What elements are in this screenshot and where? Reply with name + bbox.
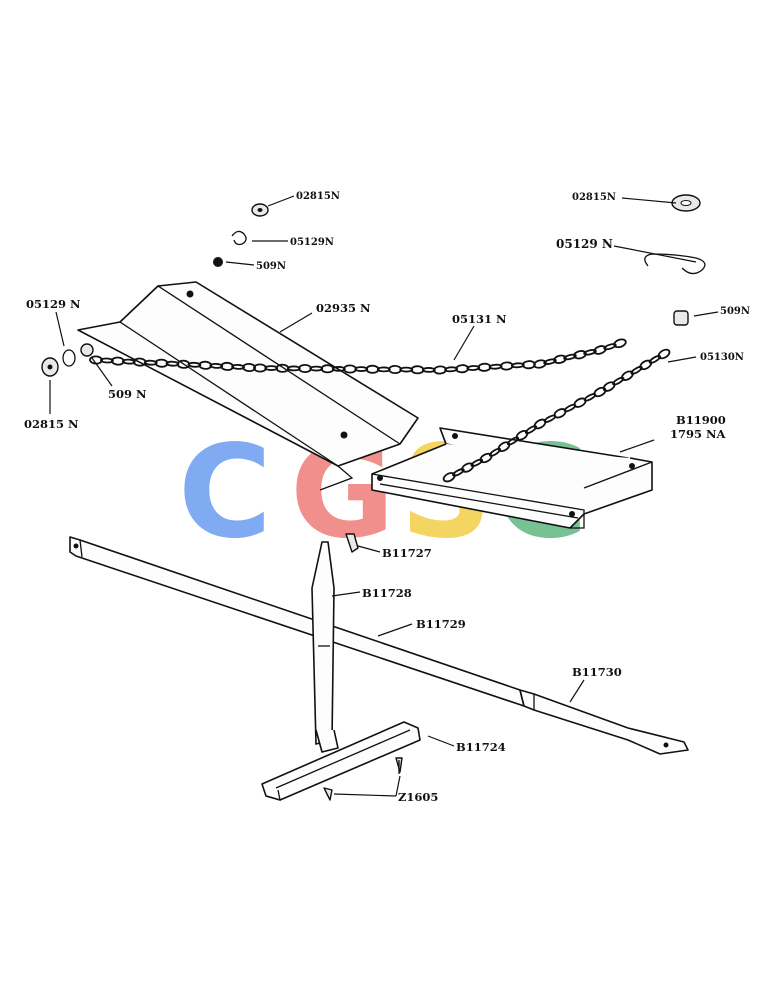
chain-main <box>89 338 627 375</box>
chain-link <box>488 447 502 457</box>
label-post: B11728 <box>362 586 412 600</box>
washer-top-right <box>671 194 701 212</box>
part-labels: 02815N 05129N 509N 02815N 05129 N 509N 0… <box>24 191 750 804</box>
chain-link <box>410 365 425 375</box>
screw-upper <box>395 757 403 774</box>
chain-link <box>524 425 538 435</box>
chain-link <box>602 381 616 392</box>
chain-link <box>121 358 136 365</box>
chain-link <box>533 418 547 430</box>
label-nut-right: 509N <box>720 306 750 317</box>
chain-link <box>630 365 643 375</box>
label-bar-end: B11730 <box>572 665 622 679</box>
chain-link <box>612 376 625 386</box>
leader-lines <box>49 195 719 797</box>
chain-link <box>209 363 224 369</box>
chain-link <box>421 367 436 373</box>
chain-link <box>198 360 213 370</box>
chain-link <box>506 436 520 446</box>
chain-link <box>603 343 617 351</box>
chain-link <box>354 366 369 372</box>
chain-link <box>657 348 671 360</box>
chain-link <box>388 364 402 375</box>
chain-link <box>479 452 493 464</box>
chain-link <box>132 357 147 367</box>
chain-link <box>553 354 567 364</box>
pin <box>345 533 359 553</box>
label-chain-right: 05130N <box>700 352 744 363</box>
hook-left <box>62 349 76 367</box>
nut-top-left <box>213 257 223 267</box>
watermark-letter-c1: C <box>178 418 272 567</box>
chain-link <box>154 358 169 368</box>
chain-link <box>583 349 597 356</box>
label-foot: B11724 <box>456 740 506 754</box>
chain-link <box>343 364 357 374</box>
tray <box>371 427 653 529</box>
chain-link <box>621 370 634 381</box>
label-tray-line1: B11900 <box>676 413 726 427</box>
nut-left <box>80 343 94 357</box>
label-tray-line2: 1795 NA <box>670 427 727 441</box>
label-nut-left: 509 N <box>108 387 147 401</box>
angle-plate <box>77 281 419 491</box>
label-bar: B11729 <box>416 617 466 631</box>
chain-link <box>176 359 191 369</box>
hook-top-right <box>644 253 706 275</box>
chain-link <box>613 338 627 349</box>
label-hook-top-left: 05129N <box>290 237 334 248</box>
chain-right <box>442 348 671 483</box>
chain-link <box>365 364 380 374</box>
label-washer-top-left: 02815N <box>296 191 340 202</box>
chain-link <box>515 429 529 441</box>
chain-link <box>111 356 125 366</box>
label-hook-top-right: 05129 N <box>556 237 613 251</box>
chain-link <box>497 441 511 453</box>
chain-link <box>563 353 577 361</box>
label-plate: 02935 N <box>316 301 371 315</box>
label-nut-top-left: 509N <box>256 261 286 272</box>
bar-end <box>519 689 689 755</box>
chain-link <box>143 359 158 366</box>
chain-link <box>533 359 547 369</box>
label-washer-top-right: 02815N <box>572 192 616 203</box>
chain-link <box>187 361 202 368</box>
label-hook-left: 05129 N <box>26 297 81 311</box>
chain-link <box>442 472 456 483</box>
chain-link <box>470 458 484 467</box>
chain-link <box>639 359 653 371</box>
label-pin: B11727 <box>382 546 432 560</box>
chain-link <box>399 366 414 373</box>
label-screws: Z1605 <box>398 790 438 804</box>
washer-top-left <box>251 203 269 217</box>
chain-link <box>100 357 114 364</box>
chain-link <box>165 360 180 367</box>
label-chain-main: 05131 N <box>452 312 507 326</box>
post <box>311 541 339 753</box>
chain-link <box>220 361 235 371</box>
foot-channel <box>261 721 421 801</box>
chain-link <box>452 468 465 477</box>
chain-link <box>543 358 557 365</box>
label-washer-left: 02815 N <box>24 417 79 431</box>
nut-right <box>673 310 689 326</box>
screw-lower <box>323 787 333 801</box>
washer-left <box>41 357 59 377</box>
hook-top-left <box>231 230 247 246</box>
chain-link <box>648 354 662 364</box>
chain-link <box>242 362 256 373</box>
chain-link <box>376 366 391 373</box>
chain-link <box>461 462 475 473</box>
chain-link <box>593 345 607 355</box>
chain-link <box>231 364 245 370</box>
chain-link <box>573 350 587 360</box>
